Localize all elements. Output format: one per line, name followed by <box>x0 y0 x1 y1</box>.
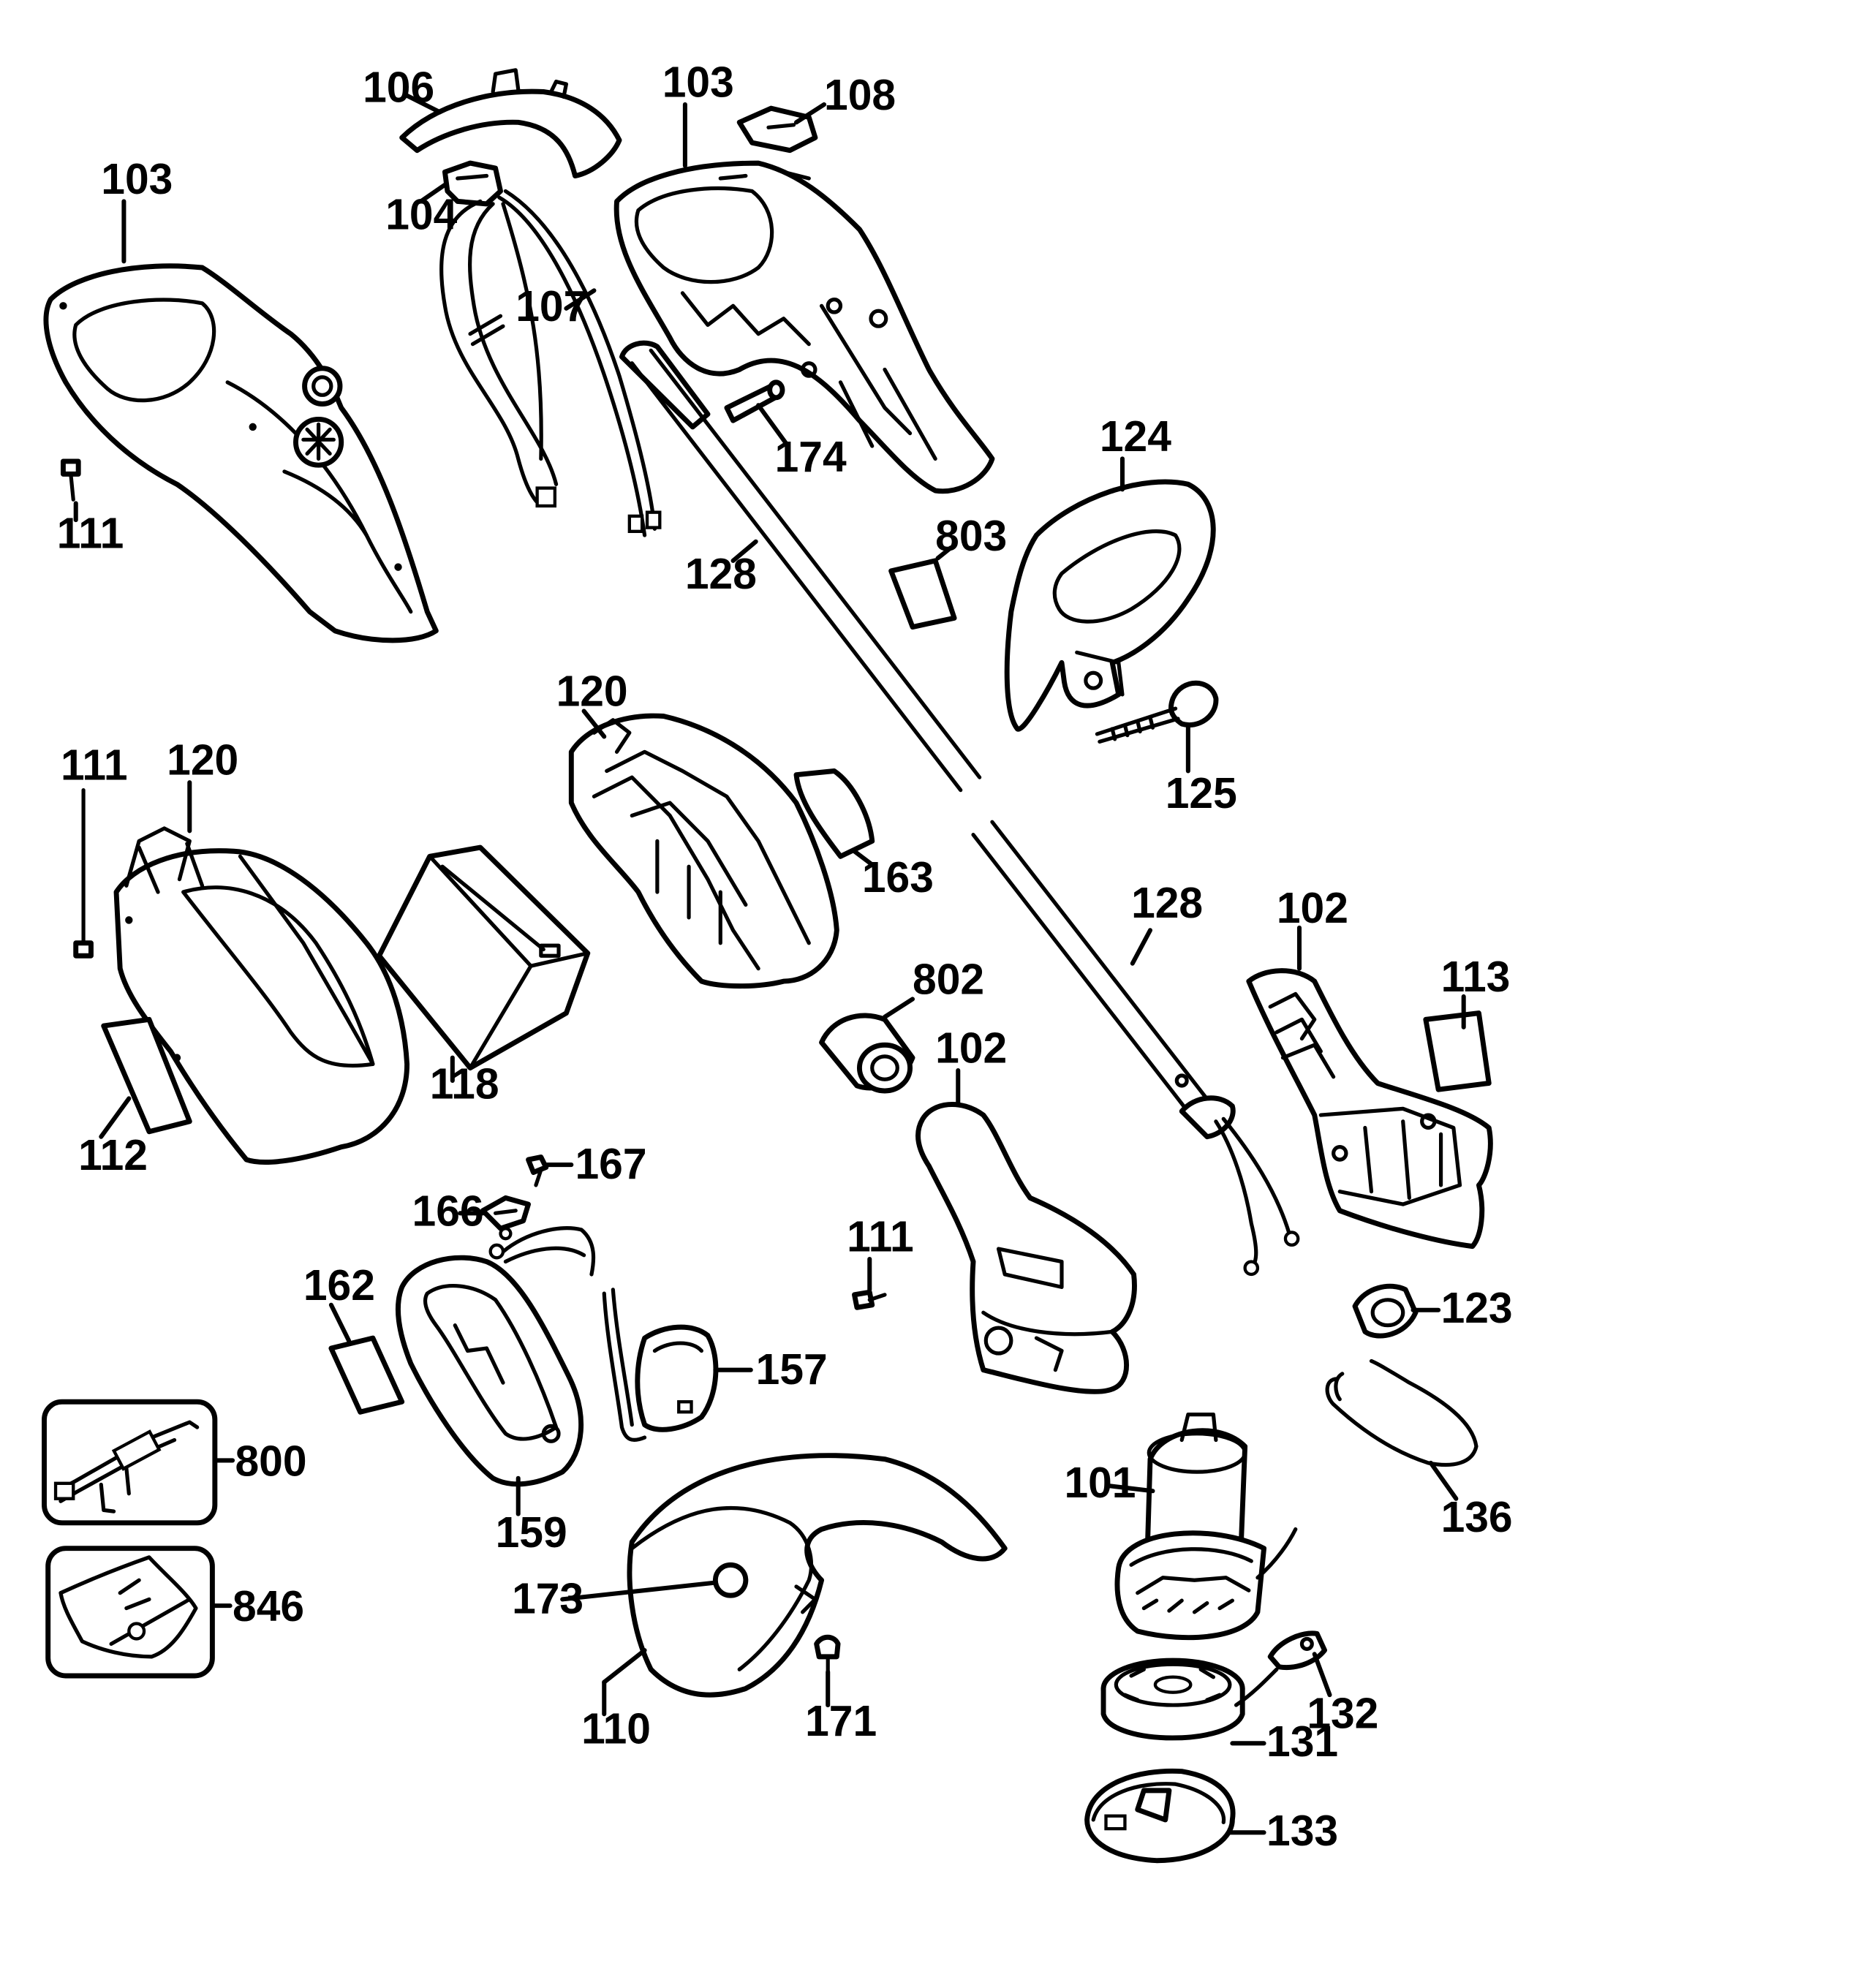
part-159-charger-base <box>395 1226 596 1487</box>
label-110: 110 <box>581 1704 651 1753</box>
part-111-screw-b <box>73 788 94 959</box>
label-111c: 111 <box>847 1212 914 1261</box>
part-112-pad <box>101 1016 192 1135</box>
part-107-wire-harness <box>439 189 662 537</box>
label-803: 803 <box>935 512 1007 560</box>
leader-162 <box>328 1302 352 1343</box>
leader-132 <box>1312 1652 1332 1698</box>
label-118: 118 <box>430 1059 499 1108</box>
label-136: 136 <box>1441 1493 1513 1541</box>
part-103-right-handle <box>613 160 995 494</box>
label-157: 157 <box>756 1345 828 1394</box>
part-124-aux-handle <box>1004 479 1216 732</box>
part-102-motor-housing-right <box>1246 968 1493 1250</box>
label-102a: 102 <box>935 1024 1007 1072</box>
part-120-battery-cover <box>113 826 410 1165</box>
part-802-sleeve <box>819 1013 915 1094</box>
label-166: 166 <box>412 1187 484 1235</box>
label-111b: 111 <box>61 741 128 789</box>
part-102-motor-housing-left <box>915 1102 1137 1394</box>
leader-136 <box>1428 1460 1459 1501</box>
part-120-battery-tray <box>568 713 839 989</box>
label-800: 800 <box>235 1437 307 1485</box>
part-167-screw <box>526 1154 549 1187</box>
leader-802 <box>882 997 915 1019</box>
label-101: 101 <box>1064 1459 1136 1507</box>
part-136-guard-wire <box>1325 1358 1479 1467</box>
part-108-button <box>736 105 818 154</box>
leader-803 <box>935 545 953 561</box>
label-171: 171 <box>805 1697 877 1745</box>
leader-104 <box>418 182 447 204</box>
label-120b: 120 <box>167 736 238 784</box>
label-108: 108 <box>824 71 896 119</box>
part-125-knob-screw <box>1095 680 1219 744</box>
part-166-terminal <box>480 1195 532 1231</box>
label-802: 802 <box>913 955 984 1003</box>
leader-128b <box>1130 928 1153 966</box>
leader-112 <box>99 1096 132 1139</box>
part-104-switch <box>442 160 503 207</box>
leader-174 <box>756 403 789 446</box>
label-162: 162 <box>303 1261 375 1309</box>
part-113-label <box>1423 1010 1492 1092</box>
label-132: 132 <box>1307 1689 1378 1737</box>
part-163-pad <box>793 768 875 859</box>
part-171-screw <box>814 1634 841 1674</box>
part-174-pin <box>724 379 785 423</box>
leader-108 <box>793 102 827 125</box>
label-133: 133 <box>1266 1807 1338 1855</box>
label-125: 125 <box>1166 769 1237 817</box>
label-131: 131 <box>1266 1717 1338 1766</box>
label-846: 846 <box>233 1582 304 1630</box>
label-120a: 120 <box>556 667 628 715</box>
part-123-clip <box>1352 1283 1419 1339</box>
part-101-motor <box>1114 1413 1298 1641</box>
label-173: 173 <box>512 1574 584 1622</box>
part-106-cover-plate <box>399 68 622 179</box>
part-132-line-guide <box>1267 1630 1327 1670</box>
label-174: 174 <box>775 433 847 481</box>
leader-120a <box>581 708 607 739</box>
part-157-charger-plug <box>602 1288 719 1442</box>
part-800-inset-box <box>42 1399 218 1526</box>
label-103a: 103 <box>101 155 173 203</box>
leader-110b <box>602 1648 647 1685</box>
part-131-spool <box>1100 1658 1279 1741</box>
part-133-spool-cap <box>1084 1768 1236 1864</box>
leader-173 <box>560 1580 717 1602</box>
label-106: 106 <box>363 63 434 111</box>
label-163: 163 <box>862 853 934 902</box>
label-124: 124 <box>1100 412 1171 461</box>
leader-101 <box>1107 1484 1155 1494</box>
part-128-shaft-upper <box>619 340 982 793</box>
leader-106 <box>404 93 442 115</box>
label-128b: 128 <box>1131 879 1203 927</box>
part-111-screw-a <box>60 458 81 502</box>
part-110-guard <box>627 1453 1008 1698</box>
part-118-battery <box>377 844 591 1071</box>
label-111a: 111 <box>57 509 124 557</box>
leader-128a <box>730 539 758 563</box>
part-103-left-handle <box>43 263 439 643</box>
label-113: 113 <box>1441 953 1511 1001</box>
label-159: 159 <box>496 1508 567 1557</box>
label-112: 112 <box>78 1131 148 1179</box>
part-111-screw-c <box>852 1289 887 1310</box>
part-128-shaft-lower <box>971 820 1300 1277</box>
label-128a: 128 <box>685 550 757 598</box>
part-846-inset-box <box>45 1546 215 1679</box>
label-103b: 103 <box>662 58 734 106</box>
part-162-pad <box>328 1335 405 1415</box>
label-107: 107 <box>516 282 587 330</box>
part-803-label <box>888 558 957 630</box>
label-167: 167 <box>575 1140 647 1188</box>
leader-163 <box>852 849 877 869</box>
leader-107 <box>564 288 597 311</box>
label-102b: 102 <box>1277 884 1348 932</box>
label-123: 123 <box>1441 1284 1513 1332</box>
label-104: 104 <box>385 191 457 239</box>
